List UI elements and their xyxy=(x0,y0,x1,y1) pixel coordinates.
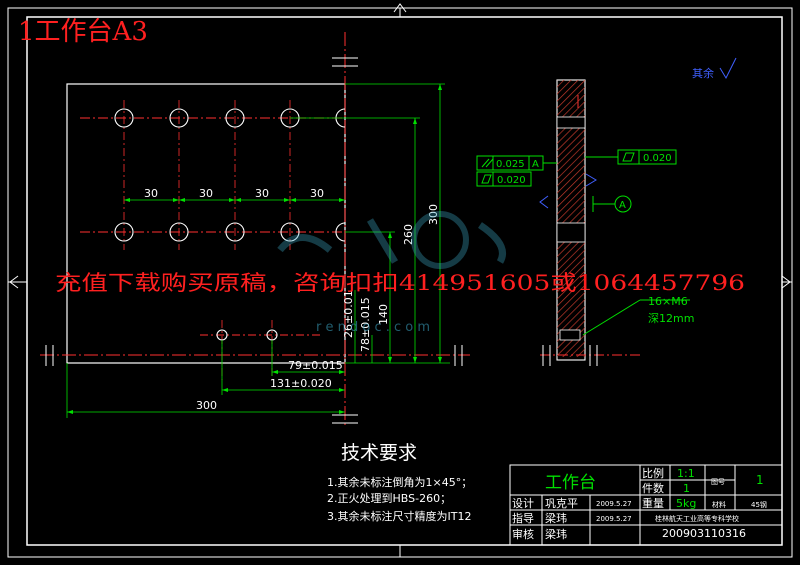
inner-frame xyxy=(26,16,783,546)
dim-width-300: 300 xyxy=(196,399,217,412)
dim-79: 79±0.015 xyxy=(288,359,343,372)
hole xyxy=(280,222,300,242)
design-label: 设计 xyxy=(512,497,534,510)
datum-label: A xyxy=(619,200,626,211)
dim-height-300: 300 xyxy=(427,204,440,225)
guide-name: 梁玮 xyxy=(545,511,567,525)
tech-item: 2.正火处理到HBS-260； xyxy=(327,492,451,505)
guide-label: 指导 xyxy=(512,511,534,525)
parallel-datum: A xyxy=(532,159,539,170)
material-value: 45钢 xyxy=(751,500,767,509)
part-name: 工作台 xyxy=(545,473,596,493)
scale-label: 比例 xyxy=(642,466,664,480)
flatness-right-value: 0.020 xyxy=(643,153,672,164)
hole xyxy=(169,222,189,242)
weight-label: 重量 xyxy=(642,496,664,510)
gdt-labels: 0.025 A 0.020 0.020 A 16×M6 深12mm xyxy=(496,153,694,325)
weight-value: 5kg xyxy=(676,497,696,510)
hole xyxy=(225,108,245,128)
review-name: 梁玮 xyxy=(545,527,567,541)
hole xyxy=(169,108,189,128)
material-label: 材料 xyxy=(712,500,726,509)
title-block-text: 工作台 比例 1:1 件数 1 重量 5kg 图号 1 材料 45钢 设计 巩克… xyxy=(512,466,767,541)
dim-26: 26±0.01 xyxy=(342,290,355,338)
watermark-promo: 充值下载购买原稿，咨询扣扣414951605或1064457796 xyxy=(55,271,745,295)
dim-pitch-1: 30 xyxy=(144,187,158,200)
dim-78: 78±0.015 xyxy=(359,297,372,352)
gdt-frames xyxy=(476,149,690,336)
dim-140: 140 xyxy=(377,304,390,325)
count-label: 件数 xyxy=(642,482,664,495)
hole xyxy=(114,222,134,242)
hole xyxy=(114,108,134,128)
count-value: 1 xyxy=(683,482,690,495)
tech-heading: 技术要求 xyxy=(341,442,417,464)
depth-note: 深12mm xyxy=(648,312,694,325)
flatness-left-value: 0.020 xyxy=(497,175,526,186)
dim-pitch-4: 30 xyxy=(310,187,324,200)
dim-pitch-2: 30 xyxy=(199,187,213,200)
roughness-note: 其余 xyxy=(692,66,714,80)
title-block xyxy=(509,464,783,546)
section-hatch xyxy=(557,80,585,117)
thread-note: 16×M6 xyxy=(648,295,688,308)
dimensions xyxy=(66,83,450,418)
drawing-no-label: 图号 xyxy=(711,478,725,486)
watermark-site: r e n d o c . c o m xyxy=(316,320,430,335)
parallel-value: 0.025 xyxy=(496,159,525,170)
dim-260: 260 xyxy=(402,224,415,245)
watermark-logo xyxy=(277,211,506,269)
section-hatch xyxy=(557,128,585,223)
scale-value: 1:1 xyxy=(677,467,695,480)
guide-date: 2009.5.27 xyxy=(596,515,632,523)
review-label: 审核 xyxy=(512,527,534,541)
sheet-title: 1工作台A3 xyxy=(18,17,148,47)
roughness-symbols xyxy=(539,57,737,209)
design-date: 2009.5.27 xyxy=(596,500,632,508)
side-view xyxy=(540,79,640,366)
drawing-no-value: 1 xyxy=(756,473,764,487)
dim-131: 131±0.020 xyxy=(270,377,332,390)
tech-item: 3.其余未标注尺寸精度为IT12 xyxy=(327,509,471,523)
dim-pitch-3: 30 xyxy=(255,187,269,200)
design-name: 巩克平 xyxy=(545,497,578,510)
student-no: 200903110316 xyxy=(662,527,746,540)
hole xyxy=(225,222,245,242)
tech-item: 1.其余未标注倒角为1×45°； xyxy=(327,475,472,489)
school-name: 桂林航天工业高等专科学校 xyxy=(655,514,739,523)
plate-outline xyxy=(66,83,346,364)
centering-marks xyxy=(8,3,792,557)
dimension-labels: 30 30 30 30 300 79±0.015 131±0.020 300 2… xyxy=(144,187,440,412)
